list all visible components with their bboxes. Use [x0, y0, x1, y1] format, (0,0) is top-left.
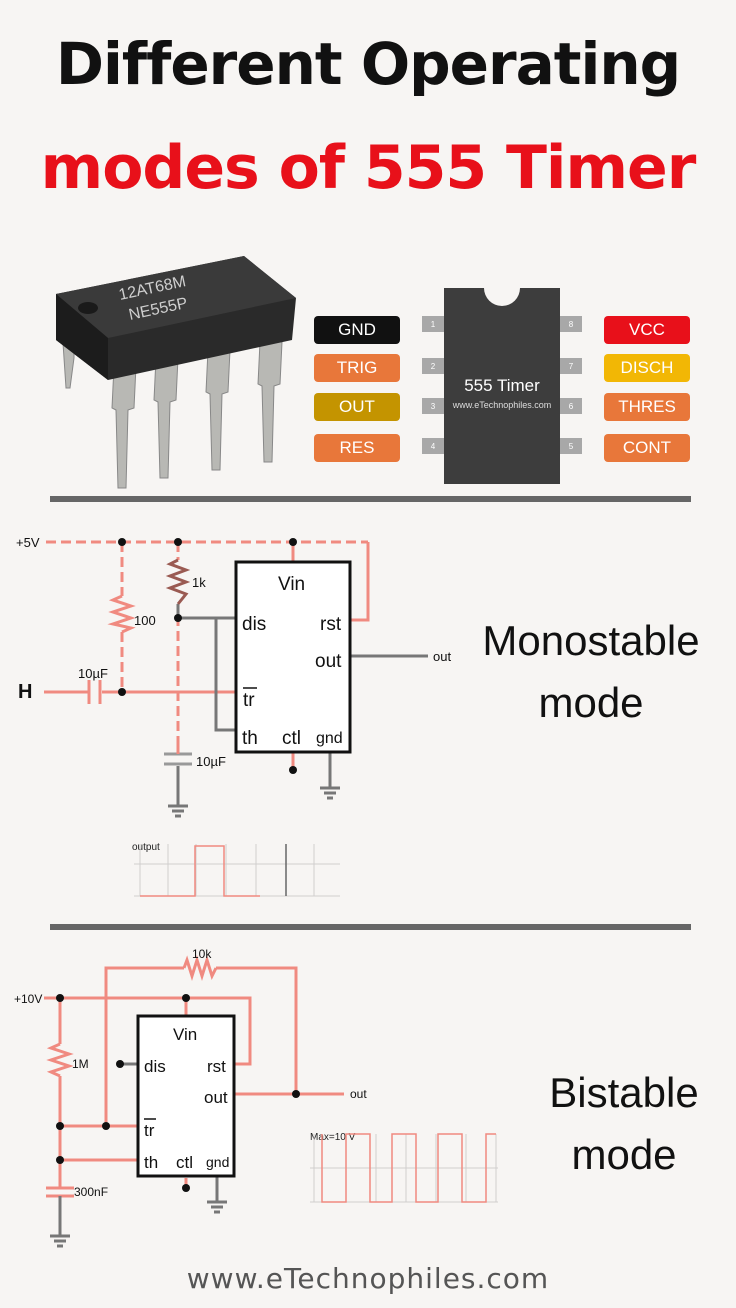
pin-dis: dis: [242, 614, 266, 635]
c-label-300nf: 300nF: [74, 1185, 108, 1199]
pin-label-gnd: GND: [314, 316, 400, 344]
pin-number-6: 6: [569, 402, 574, 411]
c-label-input: 10µF: [78, 666, 108, 681]
ic-package: 1 2 3 4 8 7 6 5 555 Timer www.eTechnophi…: [422, 288, 582, 484]
monostable-555-chip: [234, 560, 352, 754]
chip-leg: [257, 341, 283, 463]
bistable-circuit: Vin dis rst out tr th ctl gnd +10V 10k 1…: [14, 947, 498, 1248]
supply-label: +5V: [16, 535, 40, 550]
pin-rst: rst: [320, 614, 342, 635]
bistable-mode-label: Bistable mode: [520, 1062, 728, 1186]
input-label: H: [18, 681, 32, 703]
pin-label-disch: DISCH: [604, 354, 690, 382]
pin-number-4: 4: [431, 442, 436, 451]
scope-label: output: [132, 842, 160, 853]
pin-label-cont: CONT: [604, 434, 690, 462]
bistable-555-chip: [136, 1014, 236, 1178]
pin-th: th: [144, 1153, 158, 1172]
pin-rst: rst: [207, 1057, 226, 1076]
mode-label-line-1: Monostable: [482, 617, 700, 664]
pin-label-thres: THRES: [604, 393, 690, 421]
c-label-timing: 10µF: [196, 754, 226, 769]
mode-label-line-1: Bistable: [549, 1069, 699, 1116]
title-line-2: modes of 555 Timer: [40, 133, 697, 203]
pin-out: out: [204, 1088, 228, 1107]
title-line-1: Different Operating: [55, 30, 681, 98]
monostable-mode-label: Monostable mode: [466, 610, 716, 734]
capacitor-300nf: [46, 1186, 74, 1198]
output-label: out: [350, 1087, 367, 1101]
pin-label-trig: TRIG: [314, 354, 400, 382]
chip-photo: 12AT68M NE555P: [56, 256, 296, 489]
bistable-scope: Max=10 V: [310, 1132, 498, 1203]
output-label: out: [433, 649, 451, 664]
resistor-10k: [182, 954, 218, 982]
pin-tr: tr: [243, 690, 255, 711]
divider: [50, 924, 691, 930]
pin-label-res: RES: [314, 434, 400, 462]
pin-number-7: 7: [569, 362, 574, 371]
pin-th: th: [242, 728, 258, 749]
pin-ctl: ctl: [282, 728, 301, 749]
monostable-scope: output: [132, 842, 340, 897]
chip-leg: [205, 349, 231, 471]
pin-label-vcc: VCC: [604, 316, 690, 344]
pin-tr: tr: [144, 1121, 155, 1140]
pin-out: out: [315, 651, 342, 672]
r-label-1k: 1k: [192, 575, 206, 590]
pin-number-1: 1: [431, 320, 436, 329]
chip-leg: [153, 357, 179, 479]
mode-label-line-2: mode: [571, 1131, 677, 1178]
chip-leg: [111, 365, 137, 489]
capacitor-timing: [164, 752, 192, 766]
pin-number-8: 8: [569, 320, 574, 329]
divider: [50, 496, 691, 502]
pin-vin: Vin: [173, 1025, 197, 1044]
pin-ctl: ctl: [176, 1153, 193, 1172]
resistor-1m: [46, 1042, 74, 1078]
pin-number-2: 2: [431, 362, 436, 371]
ic-sublabel: www.eTechnophiles.com: [452, 400, 552, 410]
resistor-1k: [165, 558, 191, 605]
ic-label: 555 Timer: [464, 376, 540, 395]
pin-gnd: gnd: [206, 1154, 229, 1170]
capacitor-input: [87, 680, 102, 704]
mode-label-line-2: mode: [538, 679, 644, 726]
pin-vin: Vin: [278, 574, 305, 595]
pin-label-out: OUT: [314, 393, 400, 421]
chip-notch: [78, 302, 98, 314]
r-label-100: 100: [134, 613, 156, 628]
r-label-1m: 1M: [72, 1057, 89, 1071]
resistor-100: [107, 594, 136, 634]
pin-number-3: 3: [431, 402, 436, 411]
monostable-circuit: Vin dis rst out tr th ctl gnd +5V 100 1k…: [16, 535, 451, 897]
r-label-10k: 10k: [192, 947, 212, 961]
pin-dis: dis: [144, 1057, 166, 1076]
footer-url[interactable]: www.eTechnophiles.com: [186, 1262, 550, 1295]
pin-gnd: gnd: [316, 730, 343, 747]
supply-label: +10V: [14, 992, 42, 1006]
pin-number-5: 5: [569, 442, 574, 451]
scope-label: Max=10 V: [310, 1132, 356, 1143]
